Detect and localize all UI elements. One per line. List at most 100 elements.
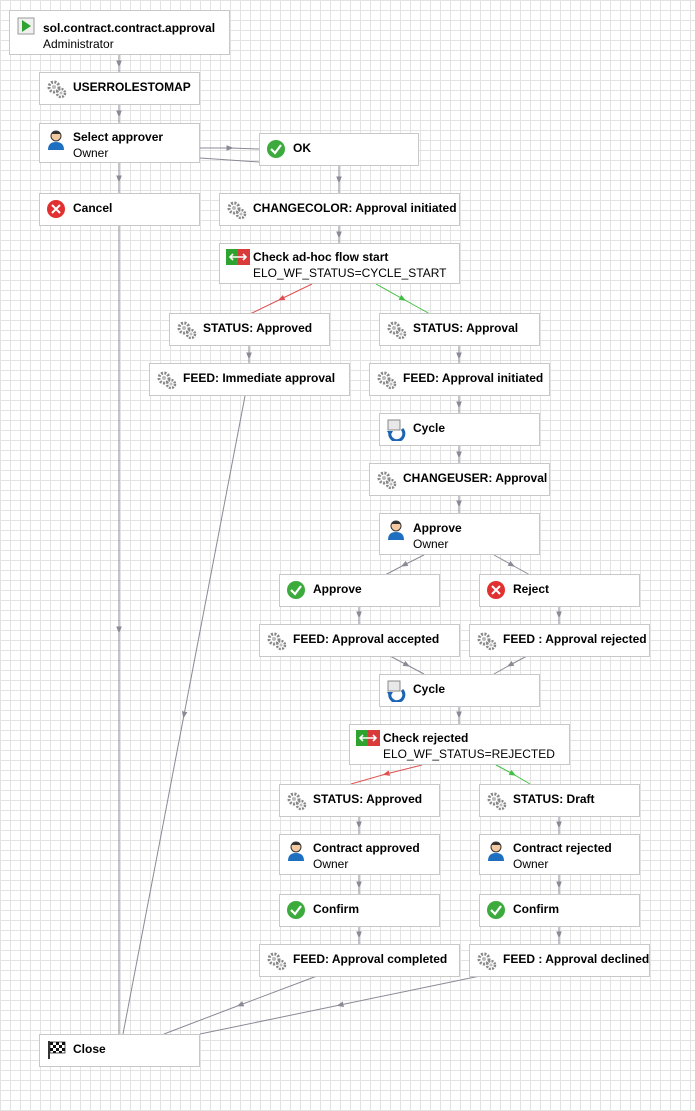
- changeuser-node[interactable]: CHANGEUSER: Approval: [369, 463, 550, 496]
- node-title: STATUS: Approved: [203, 321, 313, 335]
- node-subtitle: Owner: [73, 146, 109, 160]
- cancel-icon: [46, 199, 66, 219]
- feed-immediate-node[interactable]: FEED: Immediate approval: [149, 363, 350, 396]
- edge-approveuser-reject: [493, 554, 531, 576]
- status-draft-node[interactable]: STATUS: Draft: [479, 784, 640, 817]
- feed-rejected-node[interactable]: FEED : Approval rejected: [469, 624, 650, 657]
- check-icon: [286, 580, 306, 600]
- edge-approveuser-approve: [384, 554, 425, 576]
- decision-icon: [356, 730, 380, 750]
- node-title: FEED: Approval initiated: [403, 371, 544, 385]
- select-approver-node[interactable]: Select approver Owner: [39, 123, 200, 163]
- cancel-node[interactable]: Cancel: [39, 193, 200, 226]
- node-title: Confirm: [313, 902, 359, 916]
- confirm-1-node[interactable]: Confirm: [279, 894, 440, 927]
- changecolor-node[interactable]: CHANGECOLOR: Approval initiated: [219, 193, 460, 226]
- gears-icon: [486, 790, 507, 811]
- node-title: CHANGEUSER: Approval: [403, 471, 548, 485]
- feed-completed-node[interactable]: FEED: Approval completed: [259, 944, 460, 977]
- cycle-icon: [386, 680, 406, 704]
- edge-checkrejected-approved2-false: [350, 764, 423, 785]
- gears-icon: [376, 469, 397, 490]
- node-subtitle: Owner: [513, 857, 549, 871]
- check-rejected-node[interactable]: Check rejected ELO_WF_STATUS=REJECTED: [349, 724, 570, 765]
- node-title: FEED: Approval accepted: [293, 632, 440, 646]
- node-title: STATUS: Approval: [413, 321, 519, 335]
- edge-feeddeclined-close: [199, 975, 481, 1035]
- gears-icon: [46, 78, 67, 99]
- play-icon: [16, 16, 36, 36]
- gears-icon: [386, 319, 407, 340]
- status-approved-2-node[interactable]: STATUS: Approved: [279, 784, 440, 817]
- gears-icon: [476, 630, 497, 651]
- feed-declined-node[interactable]: FEED : Approval declined: [469, 944, 650, 977]
- approve-user-node[interactable]: Approve Owner: [379, 513, 540, 555]
- user-icon: [386, 519, 406, 540]
- contract-rejected-node[interactable]: Contract rejected Owner: [479, 834, 640, 875]
- node-title: Cancel: [73, 201, 113, 215]
- node-title: USERROLESTOMAP: [73, 80, 191, 94]
- reject-node[interactable]: Reject: [479, 574, 640, 607]
- user-icon: [486, 840, 506, 861]
- gears-icon: [476, 950, 497, 971]
- status-approval-node[interactable]: STATUS: Approval: [379, 313, 540, 346]
- node-title: FEED: Approval completed: [293, 952, 448, 966]
- edge-select-ok-2: [199, 157, 260, 163]
- cycle-2-node[interactable]: Cycle: [379, 674, 540, 707]
- node-title: Close: [73, 1042, 106, 1056]
- approve-node[interactable]: Approve: [279, 574, 440, 607]
- node-title: FEED : Approval rejected: [503, 632, 647, 646]
- userrolestomap-node[interactable]: USERROLESTOMAP: [39, 72, 200, 105]
- node-subtitle: ELO_WF_STATUS=CYCLE_START: [253, 266, 447, 280]
- check-adhoc-node[interactable]: Check ad-hoc flow start ELO_WF_STATUS=CY…: [219, 243, 460, 284]
- node-title: Check rejected: [383, 731, 469, 745]
- node-subtitle: Administrator: [43, 37, 114, 51]
- node-title: sol.contract.contract.approval: [43, 21, 216, 35]
- ok-node[interactable]: OK: [259, 133, 419, 166]
- check-icon: [286, 900, 306, 920]
- start-node[interactable]: sol.contract.contract.approval Administr…: [9, 10, 230, 55]
- contract-approved-node[interactable]: Contract approved Owner: [279, 834, 440, 875]
- cancel-icon: [486, 580, 506, 600]
- edge-feedcompleted-close: [163, 975, 318, 1035]
- edge-feedrejected-cycle2: [493, 655, 528, 675]
- node-title: OK: [293, 141, 311, 155]
- node-title: CHANGECOLOR: Approval initiated: [253, 201, 457, 215]
- node-title: Confirm: [513, 902, 559, 916]
- node-title: Contract approved: [313, 841, 420, 855]
- node-title: STATUS: Draft: [513, 792, 595, 806]
- gears-icon: [286, 790, 307, 811]
- check-icon: [486, 900, 506, 920]
- edge-checkrejected-draft-true: [495, 764, 531, 785]
- gears-icon: [266, 630, 287, 651]
- edge-check-approval-true: [375, 283, 431, 315]
- node-title: FEED: Immediate approval: [183, 371, 336, 385]
- cycle-node[interactable]: Cycle: [379, 413, 540, 446]
- node-title: Contract rejected: [513, 841, 612, 855]
- feed-initiated-node[interactable]: FEED: Approval initiated: [369, 363, 550, 396]
- confirm-2-node[interactable]: Confirm: [479, 894, 640, 927]
- edge-feedimmediate-close: [122, 395, 246, 1035]
- gears-icon: [266, 950, 287, 971]
- user-icon: [286, 840, 306, 861]
- gears-icon: [156, 369, 177, 390]
- node-title: Cycle: [413, 682, 446, 696]
- gears-icon: [376, 369, 397, 390]
- close-node[interactable]: Close: [39, 1034, 200, 1067]
- node-subtitle: ELO_WF_STATUS=REJECTED: [383, 747, 555, 761]
- node-title: Approve: [413, 521, 462, 535]
- edge-feedaccepted-cycle2: [389, 655, 425, 675]
- feed-accepted-node[interactable]: FEED: Approval accepted: [259, 624, 460, 657]
- edge-check-approved-false: [249, 283, 313, 315]
- node-title: Approve: [313, 582, 362, 596]
- node-title: Select approver: [73, 130, 164, 144]
- node-title: Reject: [513, 582, 550, 596]
- cycle-icon: [386, 419, 406, 443]
- decision-icon: [226, 249, 250, 269]
- edge-select-ok: [200, 145, 260, 151]
- check-icon: [266, 139, 286, 159]
- gears-icon: [226, 199, 247, 220]
- node-title: Check ad-hoc flow start: [253, 250, 389, 264]
- status-approved-node[interactable]: STATUS: Approved: [169, 313, 330, 346]
